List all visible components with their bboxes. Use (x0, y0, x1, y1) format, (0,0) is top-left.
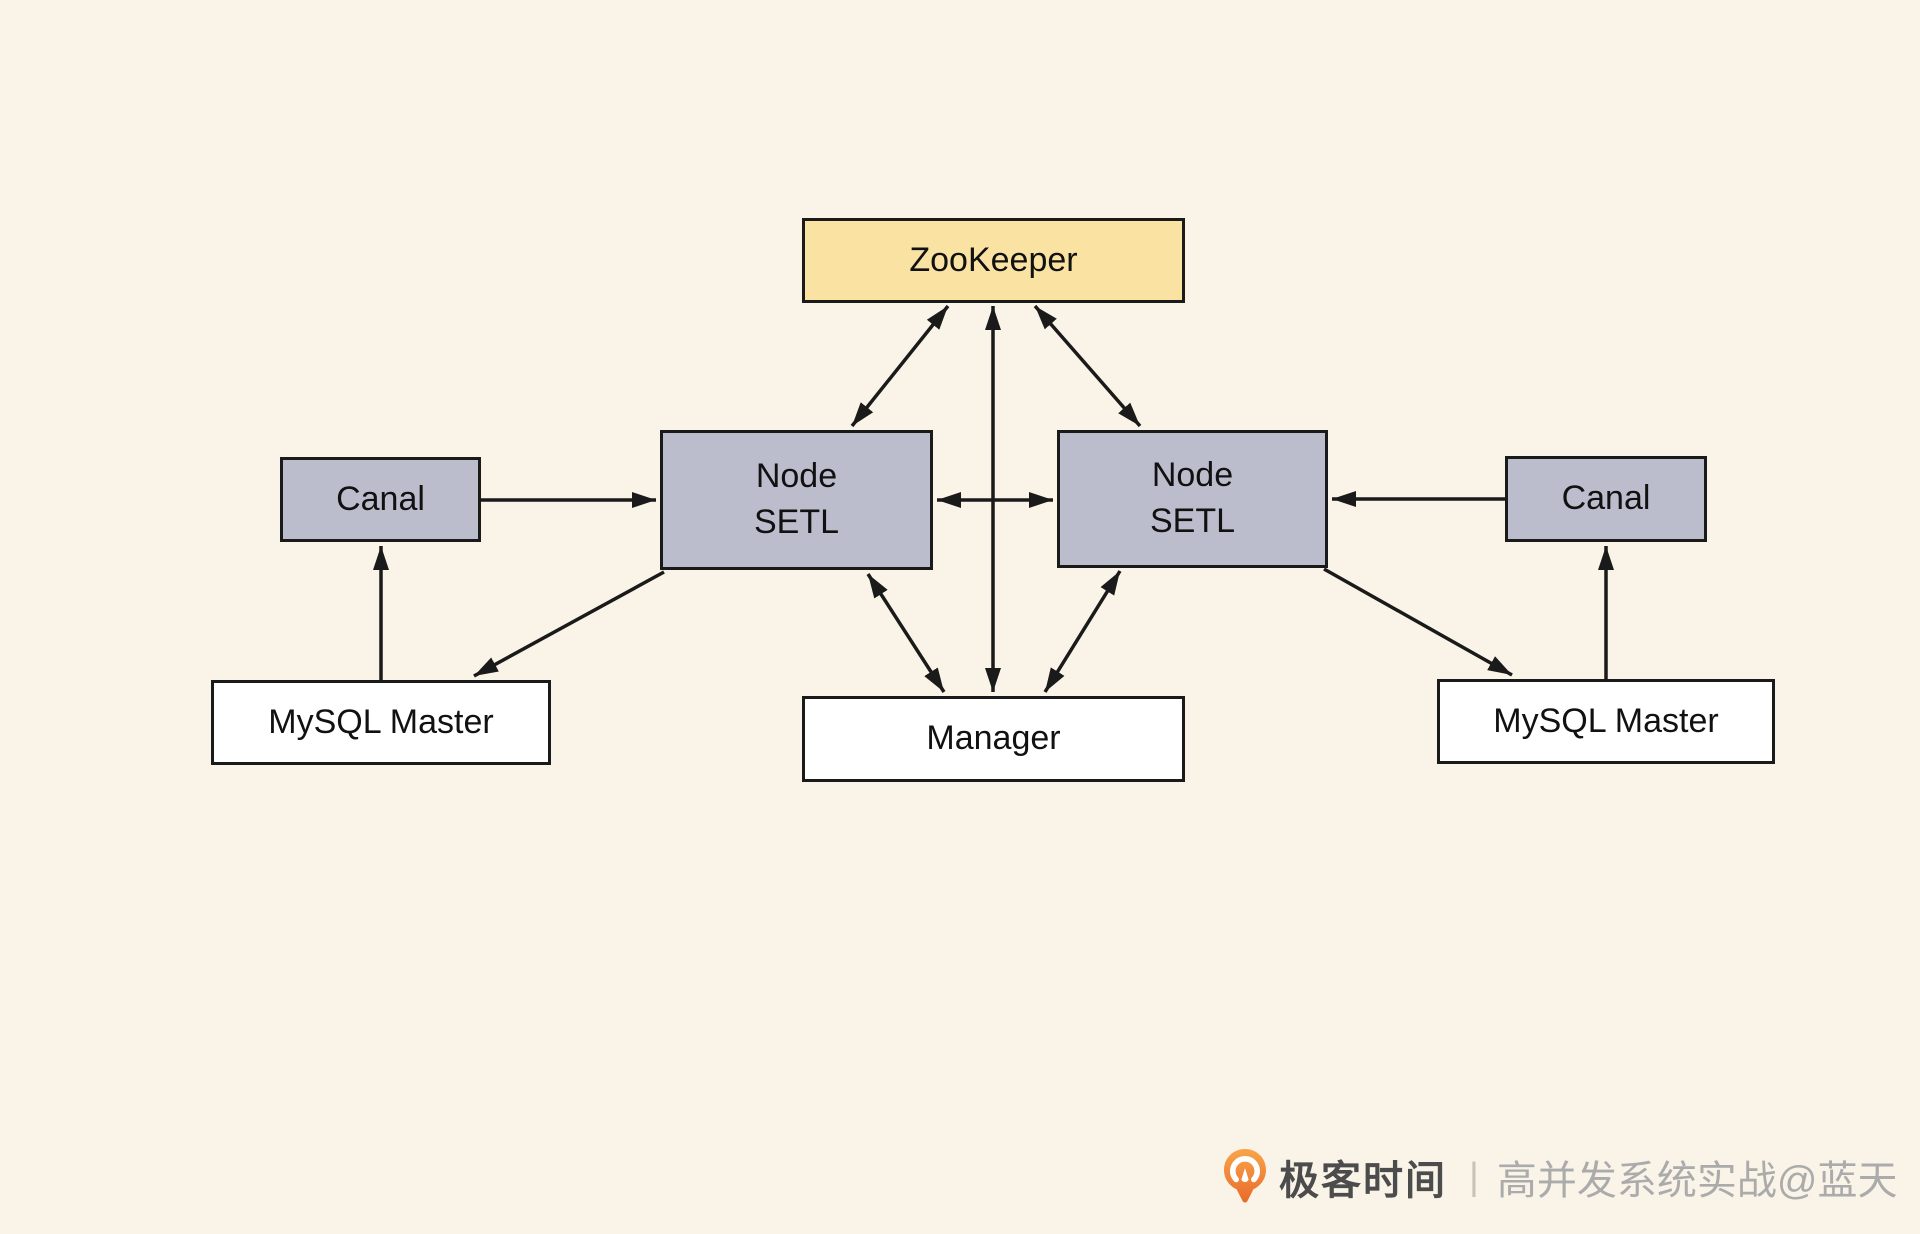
arrow-zookeeper-node-right (1033, 304, 1142, 428)
arrow-node-right-to-mysql-right (1323, 567, 1513, 677)
watermark-divider: | (1469, 1155, 1479, 1198)
box-node-setl-left: Node SETL (660, 430, 933, 570)
box-canal-left: Canal (280, 457, 481, 542)
box-canal-right: Canal (1505, 456, 1707, 542)
geektime-logo-icon (1224, 1149, 1266, 1203)
box-mysql-master-right: MySQL Master (1437, 679, 1775, 764)
watermark: 极客时间 | 高并发系统实战@蓝天 (1222, 1146, 1897, 1208)
arrow-node-left-to-mysql-left (473, 570, 665, 678)
watermark-credit-text: 高并发系统实战@蓝天 (1496, 1159, 1898, 1203)
arrow-node-left-manager (866, 573, 946, 693)
arrow-node-right-manager (1043, 570, 1122, 693)
box-manager: Manager (802, 696, 1185, 782)
box-zookeeper: ZooKeeper (802, 218, 1185, 303)
box-mysql-master-left: MySQL Master (211, 680, 551, 765)
box-node-setl-right: Node SETL (1057, 430, 1328, 568)
watermark-brand-text: 极客时间 (1279, 1159, 1447, 1203)
arrow-zookeeper-node-left (850, 304, 950, 428)
